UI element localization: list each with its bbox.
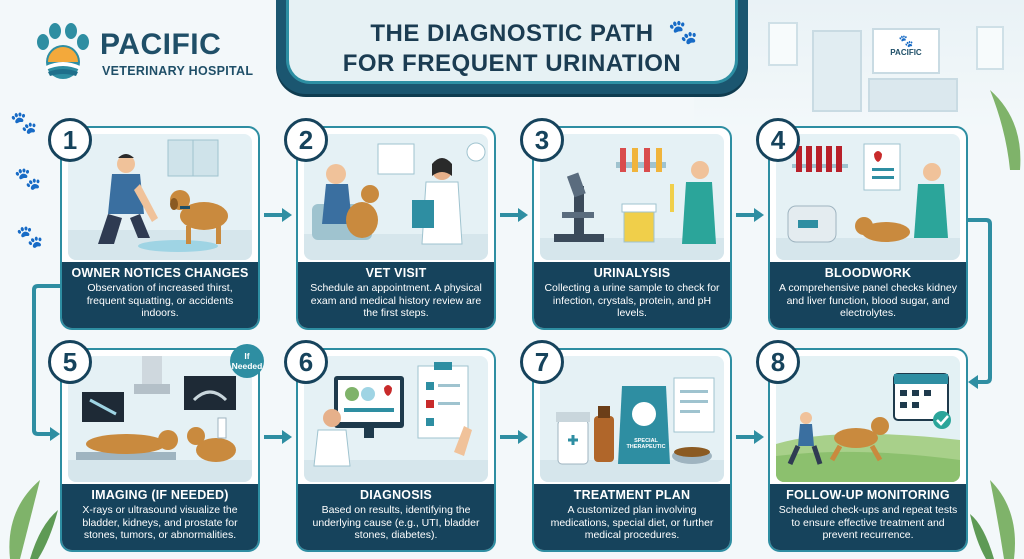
arrow-right-icon bbox=[500, 430, 528, 444]
step-8-title: FOLLOW-UP MONITORING bbox=[786, 488, 950, 502]
step-5-text: IMAGING (IF NEEDED) X-rays or ultrasound… bbox=[62, 484, 258, 550]
step-1-title: OWNER NOTICES CHANGES bbox=[71, 266, 249, 280]
step-card-2: VET VISIT Schedule an appointment. A phy… bbox=[296, 126, 496, 330]
title-line-2: FOR FREQUENT URINATION bbox=[342, 50, 682, 77]
step-5-illustration bbox=[68, 356, 252, 482]
step-card-8: FOLLOW-UP MONITORING Scheduled check-ups… bbox=[768, 348, 968, 552]
background-poster bbox=[768, 22, 798, 66]
step-6-number-badge: 6 bbox=[284, 340, 328, 384]
sign-paw-icon: 🐾 bbox=[898, 34, 914, 48]
step-card-1: OWNER NOTICES CHANGES Observation of inc… bbox=[60, 126, 260, 330]
step-1-number-badge: 1 bbox=[48, 118, 92, 162]
step-2-number-badge: 2 bbox=[284, 118, 328, 162]
paw-icon: 🐾 bbox=[668, 19, 698, 46]
title-banner-inner: THE DIAGNOSTIC PATH FOR FREQUENT URINATI… bbox=[286, 0, 738, 84]
paw-icon: 🐾 bbox=[14, 166, 42, 191]
step-3-illustration bbox=[540, 134, 724, 260]
step-6-desc: Based on results, identifying the underl… bbox=[312, 504, 480, 541]
title-banner: THE DIAGNOSTIC PATH FOR FREQUENT URINATI… bbox=[276, 0, 748, 94]
step-6-text: DIAGNOSIS Based on results, identifying … bbox=[298, 484, 494, 550]
step-card-5: IMAGING (IF NEEDED) X-rays or ultrasound… bbox=[60, 348, 260, 552]
step-4-illustration bbox=[776, 134, 960, 260]
step-5-desc: X-rays or ultrasound visualize the bladd… bbox=[82, 504, 238, 541]
leaf-decoration-top-right bbox=[990, 90, 1021, 170]
arrow-right-icon bbox=[736, 430, 764, 444]
step-3-title: URINALYSIS bbox=[593, 266, 671, 280]
step-3-text: URINALYSIS Collecting a urine sample to … bbox=[534, 262, 730, 328]
step-4-title: BLOODWORK bbox=[824, 266, 912, 280]
step-5-number-badge: 5 bbox=[48, 340, 92, 384]
step-card-7: SPECIAL THERAPEUTIC TREATMENT PLAN A cus… bbox=[532, 348, 732, 552]
step-6-illustration bbox=[304, 356, 488, 482]
title-line-1: THE DIAGNOSTIC PATH bbox=[370, 20, 654, 47]
step-5-title: IMAGING (IF NEEDED) bbox=[91, 488, 229, 502]
step-1-text: OWNER NOTICES CHANGES Observation of inc… bbox=[62, 262, 258, 328]
step-8-desc: Scheduled check-ups and repeat tests to … bbox=[778, 504, 958, 541]
if-needed-tag: If Needed bbox=[230, 344, 264, 378]
leaf-decoration-left bbox=[9, 480, 58, 559]
step-7-title: TREATMENT PLAN bbox=[573, 488, 691, 502]
step-4-desc: A comprehensive panel checks kidney and … bbox=[778, 282, 958, 319]
sign-text: PACIFIC bbox=[890, 48, 922, 57]
arrow-right-icon bbox=[500, 208, 528, 222]
step-2-title: VET VISIT bbox=[365, 266, 427, 280]
step-7-text: TREATMENT PLAN A customized plan involvi… bbox=[534, 484, 730, 550]
background-poster-2 bbox=[976, 26, 1004, 70]
paw-logo-icon bbox=[37, 23, 89, 79]
step-8-number-badge: 8 bbox=[756, 340, 800, 384]
background-desk bbox=[868, 78, 958, 112]
step-3-desc: Collecting a urine sample to check for i… bbox=[544, 282, 720, 319]
arrow-right-icon bbox=[736, 208, 764, 222]
step-1-desc: Observation of increased thirst, frequen… bbox=[86, 282, 234, 319]
step-4-text: BLOODWORK A comprehensive panel checks k… bbox=[770, 262, 966, 328]
microscope-icon bbox=[554, 172, 604, 242]
background-door bbox=[812, 30, 862, 112]
step-card-3: URINALYSIS Collecting a urine sample to … bbox=[532, 126, 732, 330]
step-card-4: BLOODWORK A comprehensive panel checks k… bbox=[768, 126, 968, 330]
logo-title: PACIFIC bbox=[100, 28, 222, 61]
logo-subtitle: VETERINARY HOSPITAL bbox=[102, 64, 254, 78]
leaf-decoration-right bbox=[970, 480, 1015, 559]
step-1-illustration bbox=[68, 134, 252, 260]
arrow-right-icon bbox=[264, 430, 292, 444]
checkmark-icon bbox=[933, 411, 951, 429]
background-clinic-sign: 🐾 PACIFIC bbox=[872, 28, 940, 74]
step-card-6: DIAGNOSIS Based on results, identifying … bbox=[296, 348, 496, 552]
step-7-desc: A customized plan involving medications,… bbox=[550, 504, 714, 541]
step-2-text: VET VISIT Schedule an appointment. A phy… bbox=[298, 262, 494, 328]
connector-arrow-1-to-5 bbox=[32, 284, 60, 441]
paw-icon: 🐾 bbox=[16, 224, 44, 249]
food-bag-label: SPECIAL THERAPEUTIC bbox=[626, 438, 666, 450]
step-8-illustration bbox=[776, 356, 960, 482]
paw-icon: 🐾 bbox=[10, 110, 38, 135]
calendar-icon bbox=[893, 373, 949, 421]
hospital-logo: PACIFIC VETERINARY HOSPITAL bbox=[34, 22, 264, 84]
step-2-desc: Schedule an appointment. A physical exam… bbox=[310, 282, 482, 319]
step-4-number-badge: 4 bbox=[756, 118, 800, 162]
step-7-number-badge: 7 bbox=[520, 340, 564, 384]
step-3-number-badge: 3 bbox=[520, 118, 564, 162]
step-2-illustration bbox=[304, 134, 488, 260]
arrow-right-icon bbox=[264, 208, 292, 222]
connector-arrow-4-to-8 bbox=[968, 218, 992, 389]
step-8-text: FOLLOW-UP MONITORING Scheduled check-ups… bbox=[770, 484, 966, 550]
step-7-illustration: SPECIAL THERAPEUTIC bbox=[540, 356, 724, 482]
step-6-title: DIAGNOSIS bbox=[360, 488, 432, 502]
